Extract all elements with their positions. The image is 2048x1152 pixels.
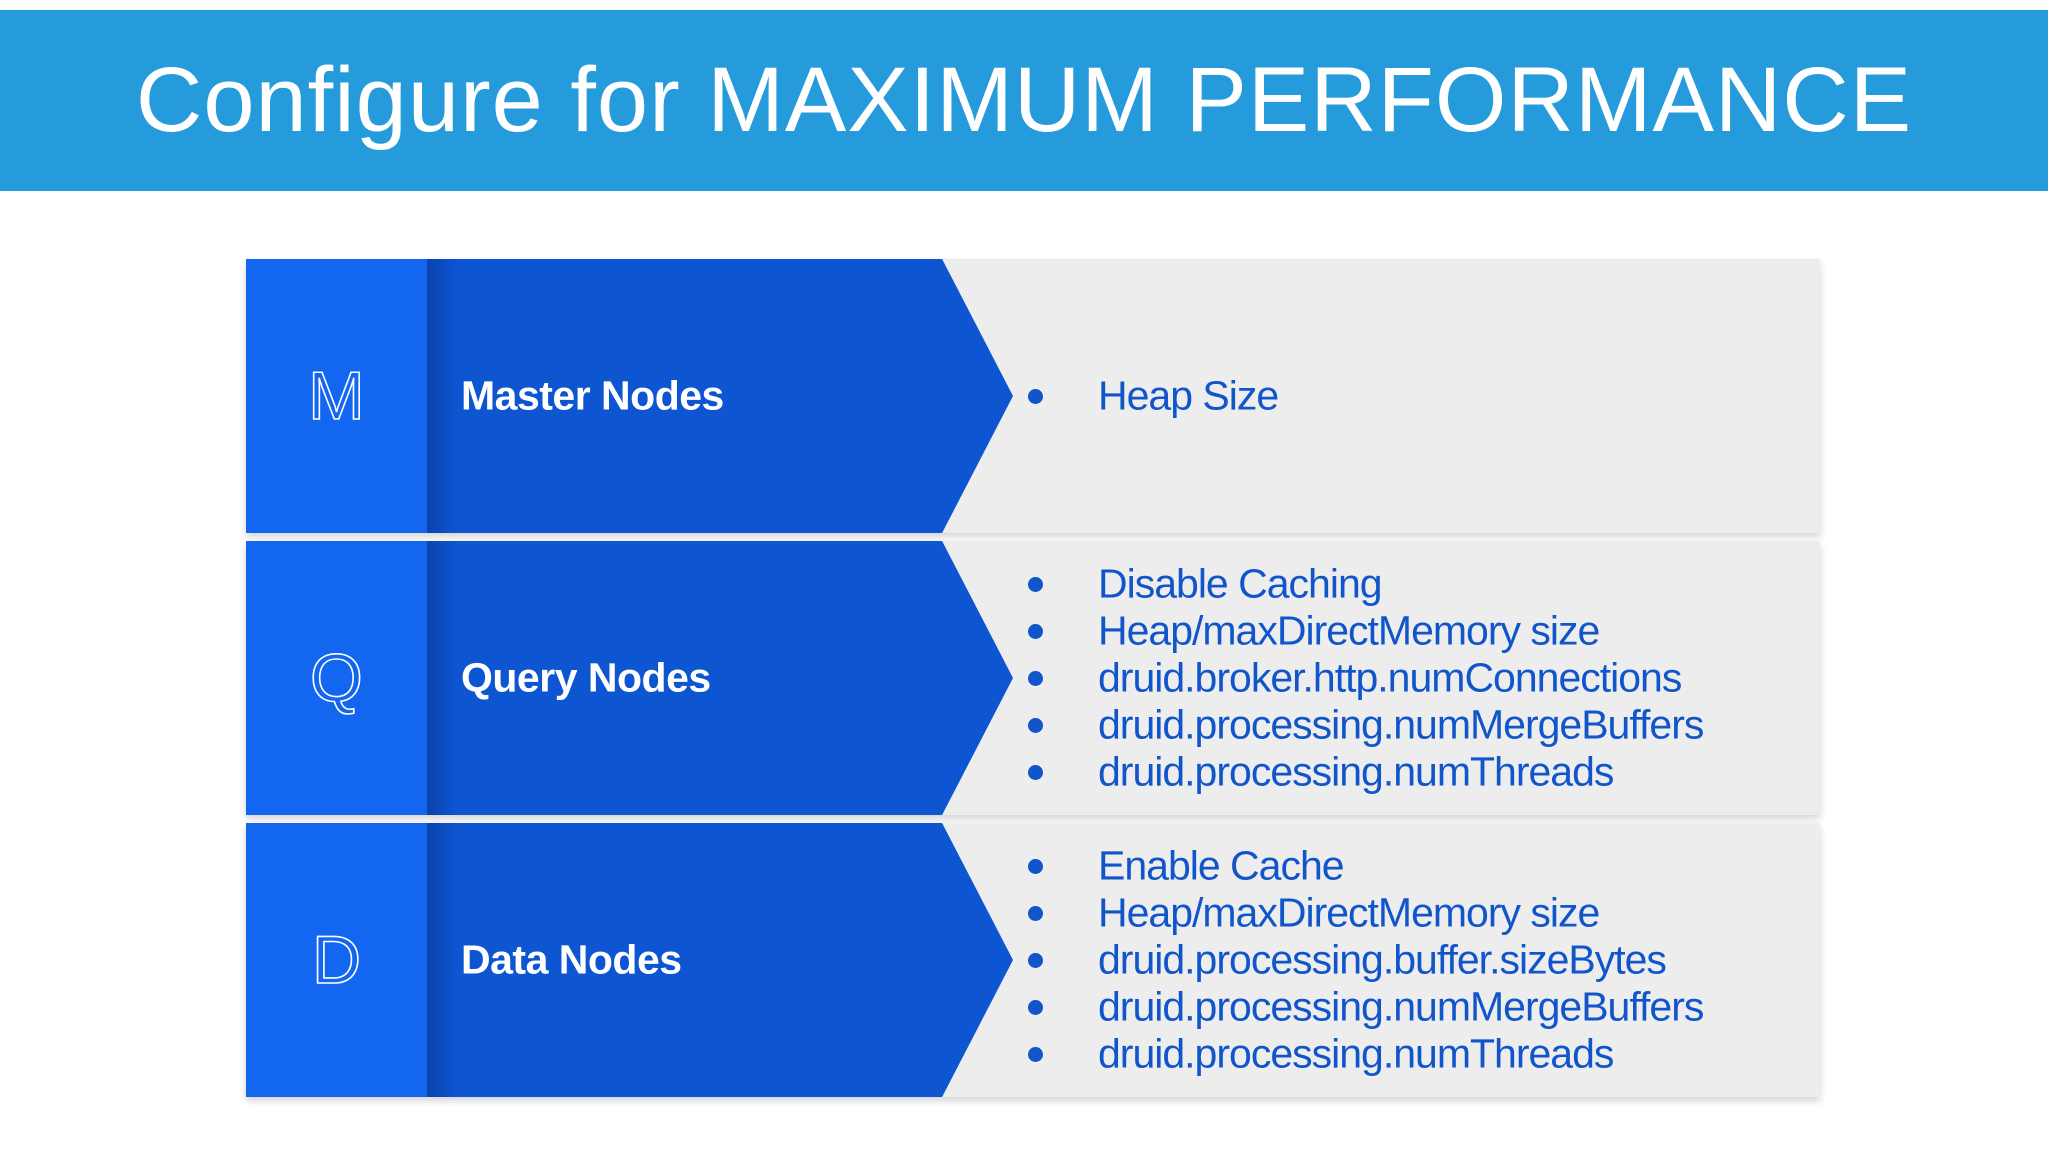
list-item: druid.processing.numThreads	[1028, 1030, 1703, 1078]
list-item: druid.broker.http.numConnections	[1028, 654, 1703, 702]
list-item: Disable Caching	[1028, 560, 1703, 608]
bullet-icon	[1028, 623, 1043, 639]
header-bar: Configure for MAXIMUM PERFORMANCE	[0, 10, 2048, 191]
list-item: Enable Cache	[1028, 842, 1703, 890]
letter-badge: D	[246, 823, 427, 1097]
bullet-icon	[1028, 952, 1043, 968]
bullet-icon	[1028, 670, 1043, 686]
list-item: Heap/maxDirectMemory size	[1028, 889, 1703, 937]
list-item: druid.processing.numMergeBuffers	[1028, 701, 1704, 749]
list-item: Heap/maxDirectMemory size	[1028, 607, 1703, 655]
item-text: Disable Caching	[1098, 560, 1383, 607]
item-list: Disable Caching Heap/maxDirectMemory siz…	[1028, 560, 1704, 796]
item-list: Enable Cache Heap/maxDirectMemory size d…	[1028, 842, 1704, 1078]
item-text: druid.processing.numThreads	[1098, 748, 1614, 795]
bullet-icon	[1028, 764, 1043, 780]
item-text: druid.processing.numThreads	[1098, 1030, 1614, 1077]
list-item: druid.processing.numThreads	[1028, 748, 1703, 796]
slide-title: Configure for MAXIMUM PERFORMANCE	[135, 49, 1913, 151]
letter-badge: Q	[246, 541, 427, 815]
bullet-icon	[1028, 999, 1043, 1015]
bullet-icon	[1028, 717, 1043, 733]
row-data-nodes: Data Nodes D Enable Cache Heap/maxDirect…	[246, 823, 1820, 1097]
item-text: druid.broker.http.numConnections	[1098, 654, 1682, 701]
bullet-icon	[1028, 858, 1043, 874]
list-item: Heap Size	[1028, 372, 1279, 420]
row-master-nodes: Master Nodes M Heap Size	[246, 259, 1820, 533]
arrow-shape: Query Nodes	[427, 541, 1013, 815]
row-label: Data Nodes	[461, 936, 682, 983]
list-item: druid.processing.numMergeBuffers	[1028, 983, 1704, 1031]
row-query-nodes: Query Nodes Q Disable Caching Heap/maxDi…	[246, 541, 1820, 815]
item-text: Heap Size	[1098, 372, 1279, 419]
arrow-shape: Data Nodes	[427, 823, 1013, 1097]
rows-block: Master Nodes M Heap Size Query Nodes Q	[246, 259, 1820, 1100]
item-text: druid.processing.buffer.sizeBytes	[1098, 936, 1667, 983]
item-text: Heap/maxDirectMemory size	[1098, 607, 1600, 654]
row-label: Master Nodes	[461, 372, 724, 419]
bullet-icon	[1028, 905, 1043, 921]
bullet-icon	[1028, 1046, 1043, 1062]
item-text: druid.processing.numMergeBuffers	[1098, 701, 1704, 748]
letter-badge: M	[246, 259, 427, 533]
list-item: druid.processing.buffer.sizeBytes	[1028, 936, 1703, 984]
row-label: Query Nodes	[461, 654, 711, 701]
arrow-shape: Master Nodes	[427, 259, 1013, 533]
bullet-icon	[1028, 388, 1043, 404]
item-list: Heap Size	[1028, 372, 1279, 420]
bullet-icon	[1028, 576, 1043, 592]
item-text: druid.processing.numMergeBuffers	[1098, 983, 1704, 1030]
letter-text: D	[311, 922, 362, 998]
letter-text: M	[307, 358, 365, 434]
item-text: Heap/maxDirectMemory size	[1098, 889, 1600, 936]
item-text: Enable Cache	[1098, 842, 1345, 889]
letter-text: Q	[309, 640, 364, 716]
